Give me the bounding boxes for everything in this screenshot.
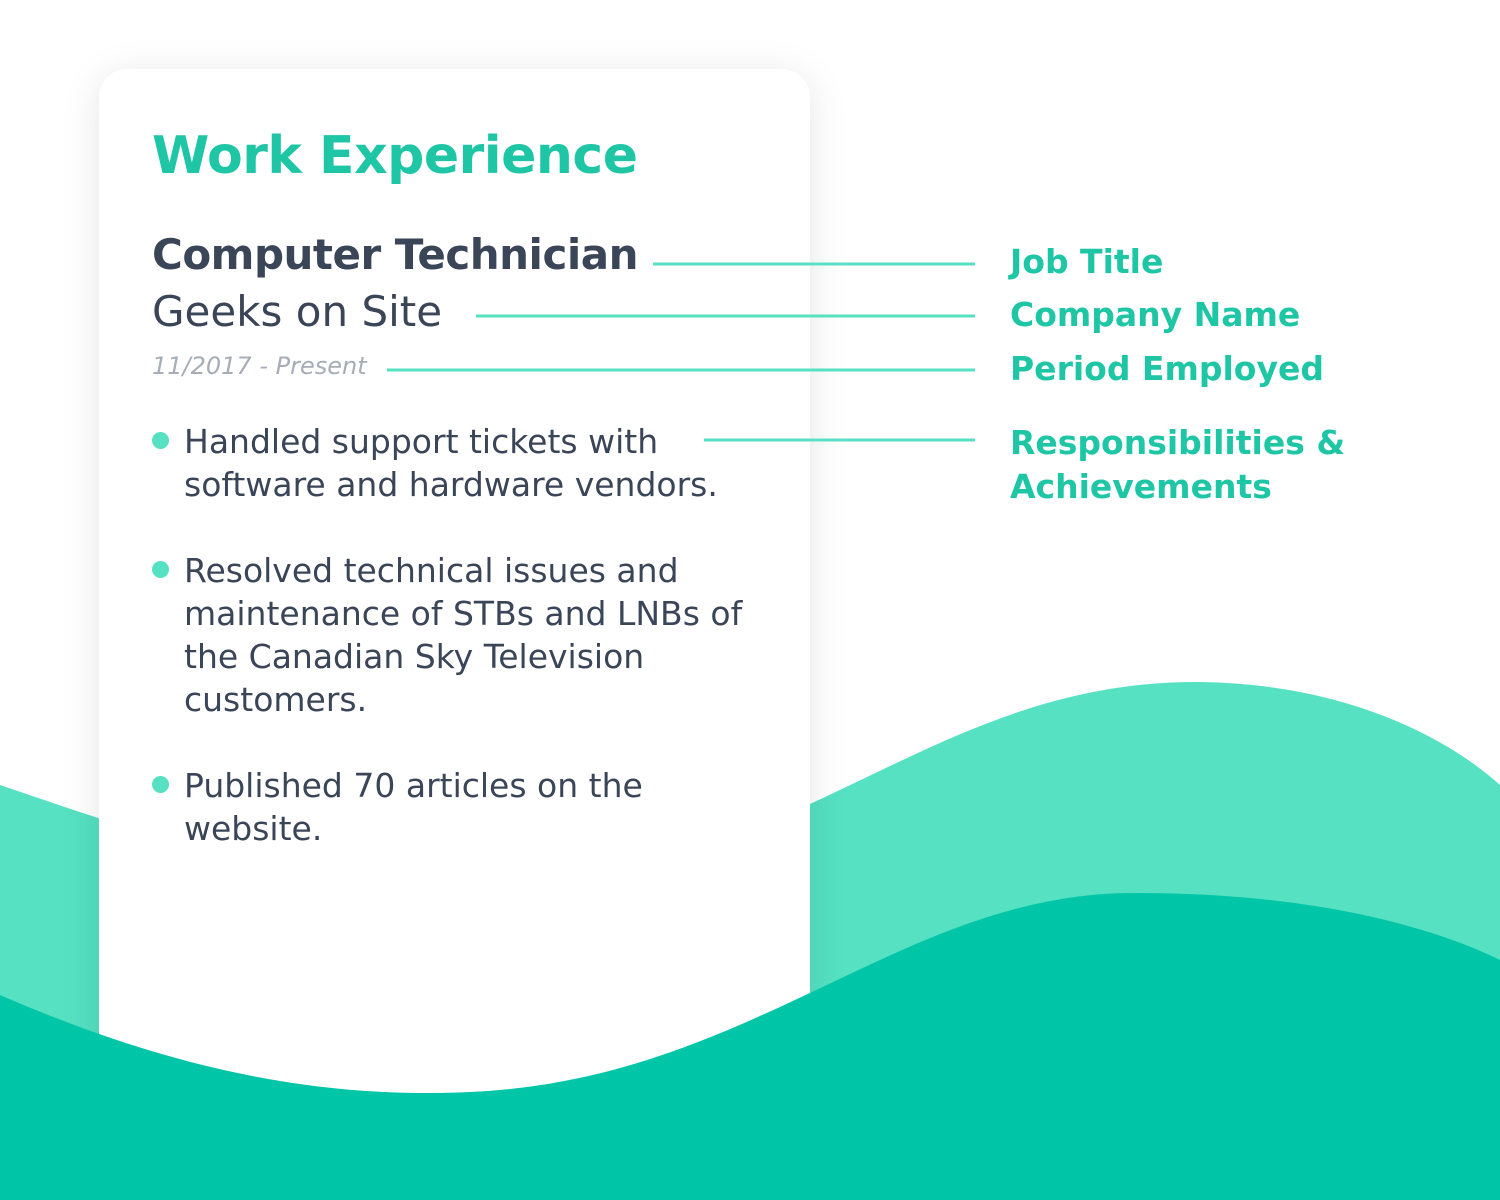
list-item: Resolved technical issues and maintenanc…	[152, 549, 752, 721]
job-title-text: Computer Technician	[152, 230, 639, 279]
company-name-text: Geeks on Site	[152, 287, 443, 336]
responsibilities-label-line1: Responsibilities &	[1010, 423, 1346, 462]
bullet-text: Resolved technical issues and maintenanc…	[184, 551, 743, 719]
list-item: Published 70 articles on the website.	[152, 764, 752, 850]
company-name-label: Company Name	[1010, 295, 1301, 334]
bullet-dot-icon	[152, 561, 169, 578]
responsibilities-label-line2: Achievements	[1010, 467, 1272, 506]
bullet-text: Handled support tickets with software an…	[184, 422, 718, 504]
period-employed-label: Period Employed	[1010, 349, 1324, 388]
responsibilities-list: Handled support tickets with software an…	[152, 420, 752, 893]
section-heading: Work Experience	[152, 126, 638, 186]
bullet-dot-icon	[152, 432, 169, 449]
period-text: 11/2017 - Present	[152, 352, 367, 380]
bullet-text: Published 70 articles on the website.	[184, 766, 643, 848]
job-title-label: Job Title	[1010, 242, 1164, 281]
bullet-dot-icon	[152, 776, 169, 793]
list-item: Handled support tickets with software an…	[152, 420, 752, 506]
